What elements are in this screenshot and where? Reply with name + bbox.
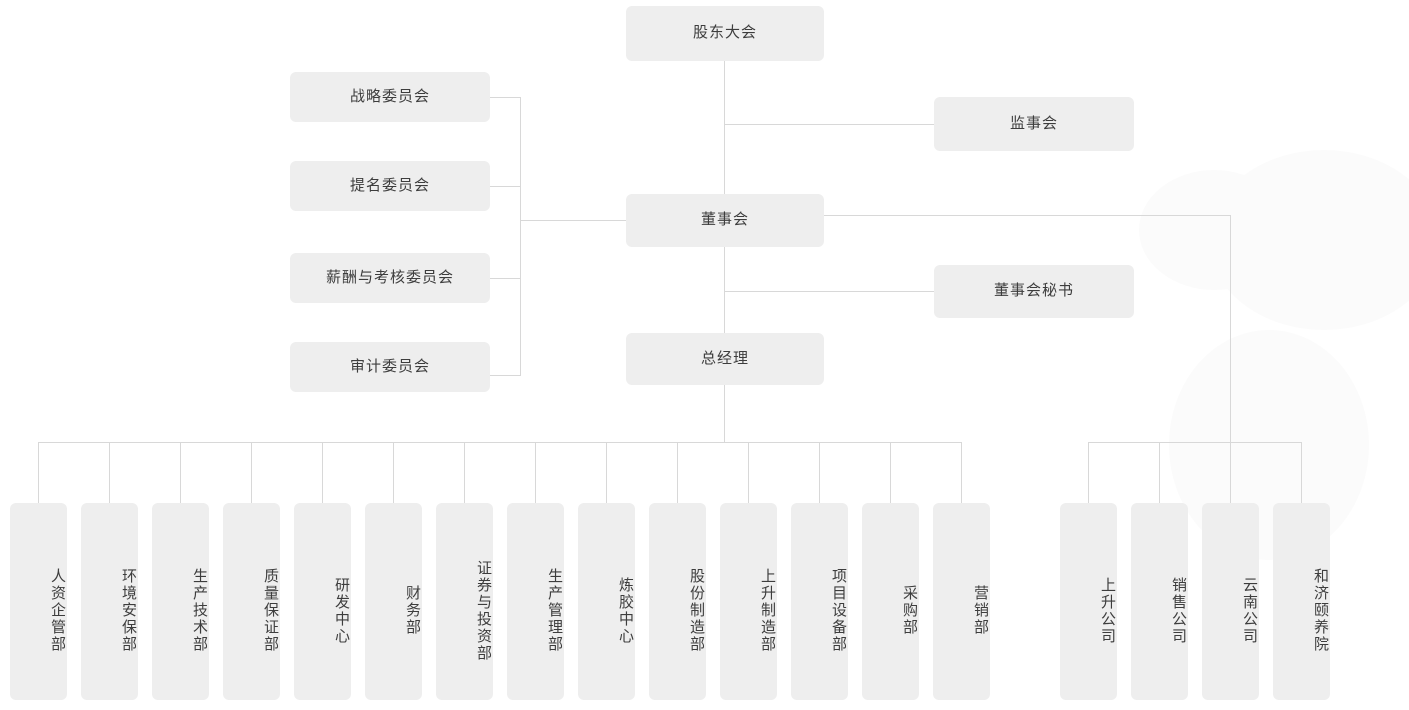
background-decoration [1209, 150, 1409, 330]
node-subsidiary-yunnan[interactable]: 云南公司 [1202, 503, 1259, 700]
node-dept-rd-center[interactable]: 研发中心 [294, 503, 351, 700]
node-dept-production-management[interactable]: 生产管理部 [507, 503, 564, 700]
node-dept-rubber-mixing-center[interactable]: 炼胶中心 [578, 503, 635, 700]
node-dept-purchasing[interactable]: 采购部 [862, 503, 919, 700]
node-nomination-committee[interactable]: 提名委员会 [290, 161, 490, 211]
node-dept-share-manufacturing[interactable]: 股份制造部 [649, 503, 706, 700]
node-dept-production-technology[interactable]: 生产技术部 [152, 503, 209, 700]
connector-committee-remuneration [490, 278, 521, 279]
connector-dept-drop [535, 442, 536, 503]
connector-dept-drop [180, 442, 181, 503]
node-board-of-directors[interactable]: 董事会 [626, 194, 824, 247]
connector-board-stem-to-secretary [724, 291, 934, 292]
subsidiary-bus [1088, 442, 1301, 443]
connector-dept-drop [322, 442, 323, 503]
node-subsidiary-sales[interactable]: 销售公司 [1131, 503, 1188, 700]
node-dept-quality-assurance[interactable]: 质量保证部 [223, 503, 280, 700]
connector-shareholders-to-board [724, 61, 725, 194]
connector-dept-drop [677, 442, 678, 503]
connector-board-to-committee-bus [520, 220, 626, 221]
connector-committee-audit [490, 375, 521, 376]
connector-dept-drop [748, 442, 749, 503]
node-strategy-committee[interactable]: 战略委员会 [290, 72, 490, 122]
connector-dept-drop [819, 442, 820, 503]
node-dept-hr[interactable]: 人资企管部 [10, 503, 67, 700]
connector-sub-drop [1088, 442, 1089, 503]
node-subsidiary-hejiyiyang[interactable]: 和济颐养院 [1273, 503, 1330, 700]
connector-board-to-gm [724, 247, 725, 333]
connector-dept-drop [606, 442, 607, 503]
connector-dept-drop [464, 442, 465, 503]
node-dept-finance[interactable]: 财务部 [365, 503, 422, 700]
department-bus [38, 442, 962, 443]
connector-subsidiary-branch-drop [1230, 215, 1231, 442]
connector-sub-drop [1301, 442, 1302, 503]
node-dept-securities-investment[interactable]: 证券与投资部 [436, 503, 493, 700]
node-shareholders-meeting[interactable]: 股东大会 [626, 6, 824, 61]
connector-board-to-subsidiary-branch [824, 215, 1230, 216]
node-general-manager[interactable]: 总经理 [626, 333, 824, 385]
committee-bus [520, 97, 521, 375]
node-board-secretary[interactable]: 董事会秘书 [934, 265, 1134, 318]
connector-sub-drop [1230, 442, 1231, 503]
connector-dept-drop [393, 442, 394, 503]
node-dept-shangsheng-manufacturing[interactable]: 上升制造部 [720, 503, 777, 700]
node-supervisory-board[interactable]: 监事会 [934, 97, 1134, 151]
node-dept-ehs[interactable]: 环境安保部 [81, 503, 138, 700]
connector-board-stem-to-supervisory [724, 124, 934, 125]
connector-dept-drop [251, 442, 252, 503]
connector-sub-drop [1159, 442, 1160, 503]
node-dept-marketing[interactable]: 营销部 [933, 503, 990, 700]
node-subsidiary-shangsheng[interactable]: 上升公司 [1060, 503, 1117, 700]
connector-committee-nomination [490, 186, 521, 187]
node-dept-project-equipment[interactable]: 项目设备部 [791, 503, 848, 700]
node-remuneration-committee[interactable]: 薪酬与考核委员会 [290, 253, 490, 303]
connector-gm-to-department-bus [724, 385, 725, 442]
connector-dept-drop [109, 442, 110, 503]
background-decoration [1169, 330, 1369, 560]
connector-dept-drop [961, 442, 962, 503]
background-decoration [1139, 170, 1289, 290]
connector-dept-drop [890, 442, 891, 503]
node-audit-committee[interactable]: 审计委员会 [290, 342, 490, 392]
connector-dept-drop [38, 442, 39, 503]
connector-committee-strategy [490, 97, 521, 98]
